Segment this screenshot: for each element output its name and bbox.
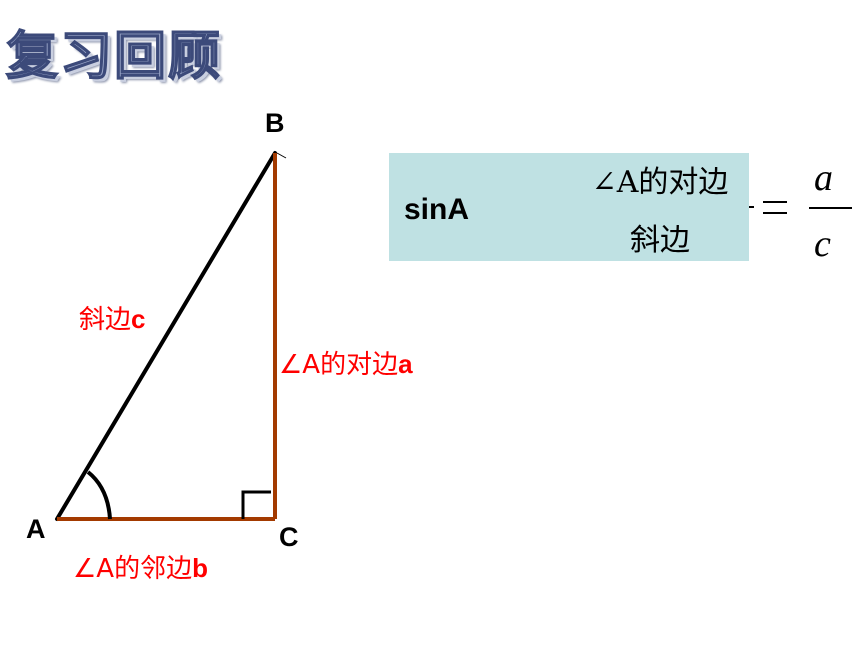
vertex-a-label: A [26, 514, 46, 544]
formula-lhs: sinA [404, 193, 470, 226]
hypotenuse-label: 斜边c [79, 299, 145, 336]
adjacent-side-label-var: b [192, 553, 208, 583]
formula-numerator: ∠A的对边 [591, 165, 729, 200]
vertex-b-label: B [265, 108, 285, 138]
adjacent-side-label: ∠A的邻边b [73, 548, 208, 585]
hypotenuse-label-text: 斜边 [79, 305, 132, 335]
hypotenuse-ab [55, 151, 277, 521]
formula-var-numerator: a [814, 157, 833, 199]
opposite-side-label-var: a [398, 349, 413, 379]
formula-var-denominator: c [814, 223, 831, 265]
slide-title: 复习回顾 [5, 25, 223, 88]
right-angle-mark [241, 490, 271, 519]
hypotenuse-label-var: c [131, 304, 146, 334]
opposite-side-label-text: ∠A的对边 [279, 350, 399, 380]
vertex-c-label: C [279, 522, 299, 552]
formula-box [389, 153, 749, 261]
angle-a-arc [86, 470, 112, 520]
opposite-side-label: ∠A的对边a [279, 344, 413, 381]
adjacent-side-label-text: ∠A的邻边 [73, 554, 193, 584]
vertex-b-tick [276, 152, 287, 159]
formula-denominator: 斜边 [630, 223, 690, 258]
